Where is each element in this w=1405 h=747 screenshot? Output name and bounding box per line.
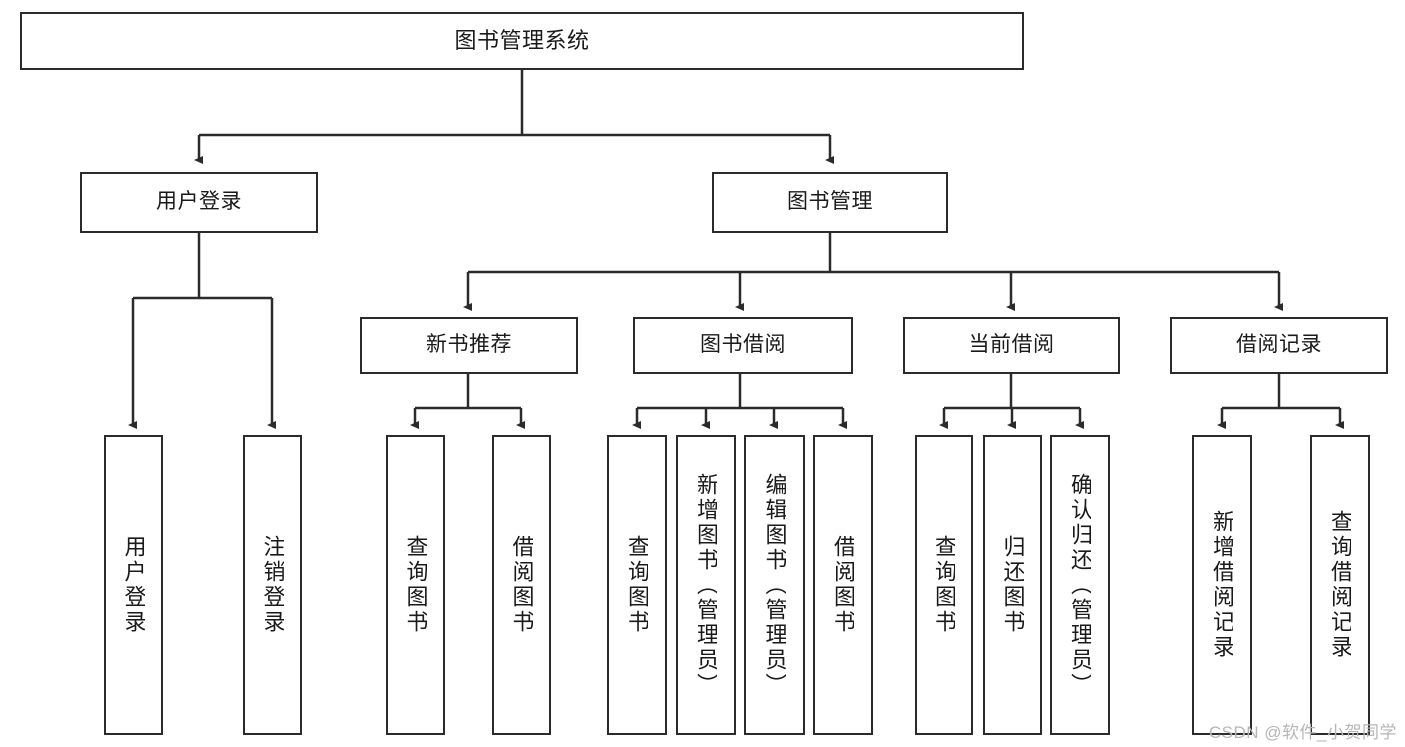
node-label: 借阅图书 — [510, 535, 533, 635]
node-label: 借阅记录 — [1236, 333, 1322, 357]
node-label: 查询图书 — [626, 535, 648, 635]
node-new-book-recommend[interactable]: 新书推荐 — [360, 317, 578, 374]
node-label: 归还图书 — [1001, 535, 1024, 635]
leaf-node-query-book-recommend[interactable]: 查询图书 — [386, 435, 445, 735]
node-label: 图书借阅 — [700, 333, 786, 357]
leaf-node-add-borrow-record[interactable]: 新增借阅记录 — [1192, 435, 1252, 735]
leaf-node-borrow-book-recommend[interactable]: 借阅图书 — [492, 435, 551, 735]
node-user-login[interactable]: 用户登录 — [80, 172, 318, 233]
leaf-node-logout-login[interactable]: 注销登录 — [243, 435, 302, 735]
node-label: 新书推荐 — [426, 333, 512, 357]
leaf-node-query-borrow-record[interactable]: 查询借阅记录 — [1310, 435, 1370, 735]
node-book-borrow[interactable]: 图书借阅 — [633, 317, 853, 374]
node-label: 用户登录 — [122, 535, 145, 635]
leaf-node-add-book-admin[interactable]: 新增图书（管理员） — [676, 435, 736, 735]
leaf-node-borrow-book[interactable]: 借阅图书 — [813, 435, 873, 735]
watermark-text: CSDN @软件_小贺同学 — [1208, 723, 1397, 742]
node-label: 图书管理 — [787, 190, 873, 214]
node-book-management-system[interactable]: 图书管理系统 — [20, 12, 1024, 70]
node-label: 新增图书（管理员） — [695, 472, 717, 698]
node-label: 编辑图书（管理员） — [763, 472, 786, 698]
leaf-node-query-book-current[interactable]: 查询图书 — [915, 435, 973, 735]
node-label: 用户登录 — [156, 190, 242, 214]
node-current-borrow[interactable]: 当前借阅 — [903, 317, 1120, 374]
node-label: 查询图书 — [404, 535, 427, 635]
node-borrow-record[interactable]: 借阅记录 — [1170, 317, 1388, 374]
node-label: 查询借阅记录 — [1329, 510, 1351, 660]
node-label: 借阅图书 — [832, 535, 854, 635]
leaf-node-query-book-borrow[interactable]: 查询图书 — [607, 435, 667, 735]
node-label: 当前借阅 — [968, 333, 1055, 357]
node-book-management[interactable]: 图书管理 — [712, 172, 948, 233]
leaf-node-edit-book-admin[interactable]: 编辑图书（管理员） — [744, 435, 805, 735]
leaf-node-return-book[interactable]: 归还图书 — [983, 435, 1042, 735]
node-label: 查询图书 — [933, 535, 955, 635]
leaf-node-user-login[interactable]: 用户登录 — [104, 435, 163, 735]
node-label: 图书管理系统 — [454, 28, 590, 54]
node-label: 新增借阅记录 — [1211, 510, 1233, 660]
node-label: 注销登录 — [261, 535, 284, 635]
node-label: 确认归还（管理员） — [1069, 472, 1091, 698]
leaf-node-confirm-return-admin[interactable]: 确认归还（管理员） — [1050, 435, 1110, 735]
